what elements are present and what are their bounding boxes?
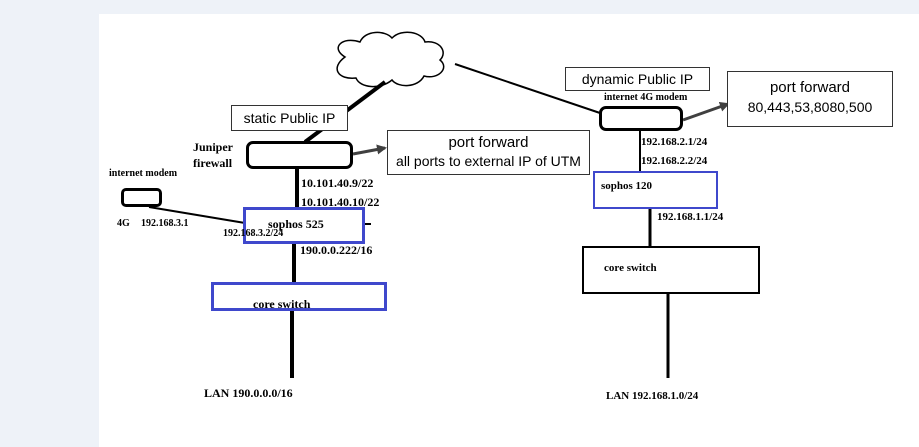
right-modem-lan-ip-label: 192.168.2.1/24: [641, 136, 708, 148]
link-cloud-modem-right: [454, 63, 601, 114]
sophos525-label: sophos 525: [268, 217, 324, 231]
sophos-525: [243, 207, 365, 244]
juniper-label-line2: firewall: [193, 156, 233, 170]
left-port-forward-detail: all ports to external IP of UTM: [396, 153, 581, 169]
juniper-label-line1: Juniper: [193, 140, 234, 154]
sophos525-lan-ip-label: 190.0.0.222/16: [300, 243, 373, 257]
left-modem-ip-label: 192.168.3.1: [141, 218, 189, 229]
juniper-firewall: [246, 141, 353, 169]
sophos525-wan-ip-label: 10.101.40.10/22: [301, 195, 380, 209]
left-internet-modem: [121, 188, 162, 207]
juniper-label: Juniper firewall: [193, 139, 233, 171]
sophos120-wan-ip-label: 192.168.2.2/24: [641, 155, 708, 167]
right-port-forward-detail: 80,443,53,8080,500: [747, 99, 873, 115]
right-port-forward-callout: port forward 80,443,53,8080,500: [727, 71, 893, 127]
left-port-forward-callout: port forward all ports to external IP of…: [387, 130, 590, 175]
right-port-forward-title: port forward: [769, 79, 851, 96]
sophos120-label: sophos 120: [601, 180, 653, 192]
right-lan-label: LAN 192.168.1.0/24: [606, 390, 699, 402]
left-core-switch: [211, 282, 387, 311]
left-modem-label: internet modem: [109, 168, 178, 179]
arrow-modem-portforward: [682, 101, 730, 122]
dynamic-public-ip-label: dynamic Public IP: [565, 67, 710, 91]
right-core-switch: [582, 246, 760, 294]
juniper-ip-label: 10.101.40.9/22: [301, 176, 374, 190]
left-lan-label: LAN 190.0.0.0/16: [204, 386, 293, 400]
internet-cloud-icon: [336, 31, 445, 88]
right-internet-modem: [599, 106, 683, 131]
left-port-forward-title: port forward: [448, 134, 529, 151]
right-core-switch-label: core switch: [604, 262, 657, 274]
static-public-ip-label: static Public IP: [231, 105, 348, 131]
arrow-juniper-portforward: [352, 144, 387, 156]
sophos525-modem-ip-label: 192.168.3.2/24: [223, 228, 284, 239]
link-modem-sophos525: [148, 206, 246, 224]
sophos-120: [593, 171, 718, 209]
left-core-switch-label: core switch: [253, 297, 311, 311]
right-modem-label: internet 4G modem: [604, 92, 688, 103]
sophos120-lan-ip-label: 192.168.1.1/24: [657, 211, 724, 223]
left-modem-type-label: 4G: [117, 218, 130, 229]
